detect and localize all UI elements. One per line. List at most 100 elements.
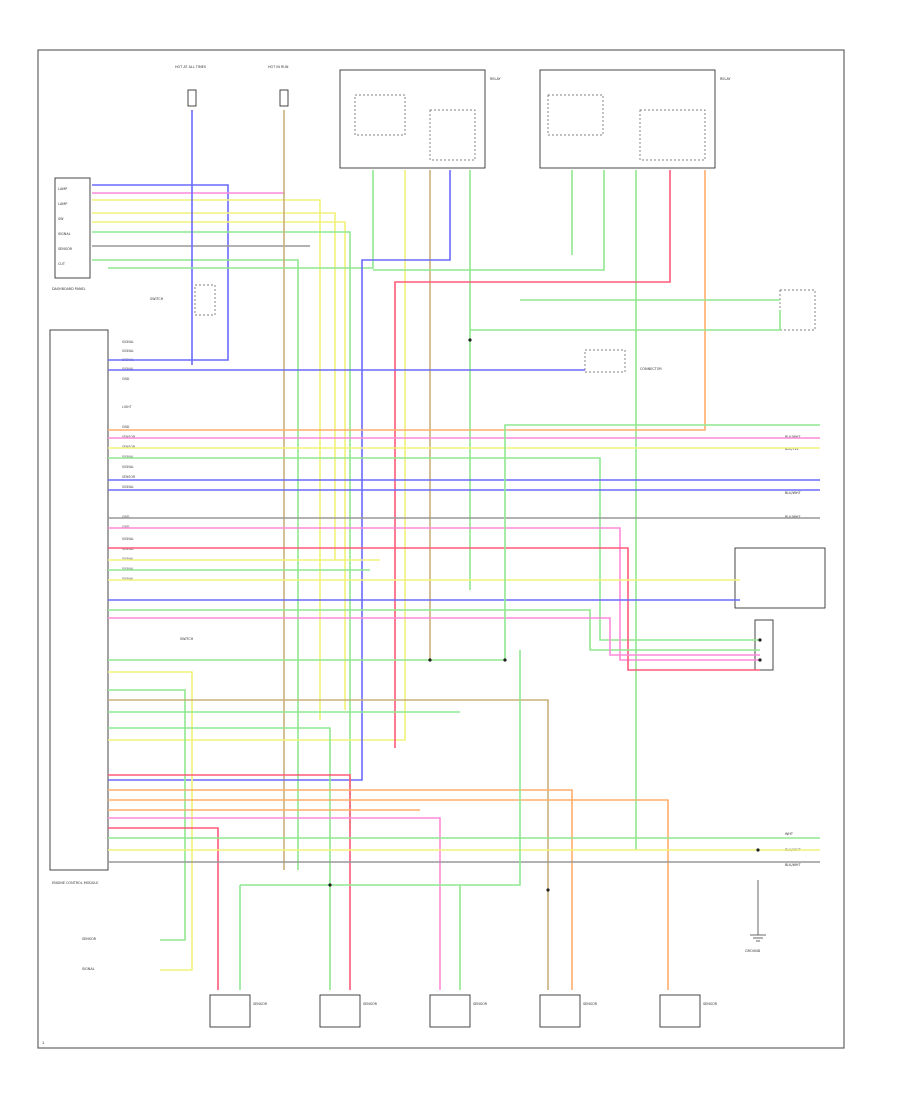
ecm-pin-label: SIGNAL bbox=[122, 577, 134, 581]
switch-label: SWITCH bbox=[150, 297, 164, 301]
bottom-sensor-labels: SENSOR SENSOR SENSOR SENSOR SENSOR bbox=[253, 1002, 718, 1006]
wire-trace bbox=[92, 259, 299, 870]
sensor-label: SENSOR bbox=[363, 1002, 378, 1006]
ecm-pin-label: SIGNAL bbox=[122, 567, 134, 571]
ecm-pin-labels: SIGNAL SIGNAL SIGNAL SIGNAL GND LIGHT GN… bbox=[122, 340, 136, 581]
misc-label: SIGNAL bbox=[82, 967, 95, 971]
sensor-box bbox=[659, 994, 701, 1028]
left-connector-label: SENSOR bbox=[58, 247, 73, 251]
wire-trace bbox=[240, 650, 521, 886]
relay-2-coil bbox=[547, 94, 604, 136]
wire-trace bbox=[92, 212, 336, 560]
ecm-pin-label: SIGNAL bbox=[122, 349, 134, 353]
ecm-pin-label: SIGNAL bbox=[122, 455, 134, 459]
ecm-pin-label: SIGNAL bbox=[122, 367, 134, 371]
wire-trace bbox=[108, 457, 760, 641]
wire-trace bbox=[108, 817, 441, 990]
ecm-pin-label: LIGHT bbox=[122, 405, 132, 409]
right-top-switch bbox=[779, 289, 816, 331]
ecm-pin-label: SENSOR bbox=[122, 475, 136, 479]
fuse-label-2: HOT IN RUN bbox=[268, 65, 289, 69]
ecm-pin-label: SIGNAL bbox=[122, 340, 134, 344]
sensor-box bbox=[209, 994, 251, 1028]
wire-trace bbox=[108, 424, 820, 661]
sensor-box bbox=[539, 994, 581, 1028]
fuse-label-1: HOT AT ALL TIMES bbox=[175, 65, 206, 69]
relay-1-label: RELAY bbox=[490, 77, 502, 81]
ground-label: GROUND bbox=[745, 949, 761, 953]
left-connector-title: DASHBOARD PANEL bbox=[52, 287, 86, 291]
ecm-pin-label: SIGNAL bbox=[122, 557, 134, 561]
relay-1-switch bbox=[429, 109, 476, 161]
diagram-border bbox=[37, 49, 845, 1049]
wire-trace bbox=[108, 547, 760, 671]
left-connector-label: SW bbox=[58, 217, 64, 221]
misc-label: CONNECTOR bbox=[640, 367, 662, 371]
ground-symbol bbox=[750, 880, 766, 942]
bottom-sensors bbox=[209, 994, 701, 1028]
relay-2-label: RELAY bbox=[720, 77, 732, 81]
ecm-pin-label: GND bbox=[122, 525, 130, 529]
relay-2-box bbox=[539, 69, 716, 169]
ecm-pin-label: GND bbox=[122, 377, 130, 381]
wire-trace bbox=[108, 527, 760, 661]
ecm-block bbox=[49, 329, 109, 871]
wire-trace bbox=[108, 170, 406, 741]
relay-1-coil bbox=[354, 94, 406, 136]
wire-trace bbox=[108, 689, 186, 941]
sensor-label: SENSOR bbox=[583, 1002, 598, 1006]
right-label: BLK/WHT bbox=[785, 435, 801, 439]
wire-trace bbox=[373, 170, 605, 271]
wires-group bbox=[92, 110, 820, 990]
sensor-label: SENSOR bbox=[473, 1002, 488, 1006]
wire-trace bbox=[108, 170, 374, 269]
ecm-pin-label: SIGNAL bbox=[122, 537, 134, 541]
ecm-pin-label: GND bbox=[122, 515, 130, 519]
mid-connector bbox=[584, 349, 626, 373]
switch-box bbox=[194, 284, 216, 316]
sensor-label: SENSOR bbox=[253, 1002, 268, 1006]
left-connector-label: SIGNAL bbox=[58, 232, 71, 236]
junctions-group bbox=[328, 338, 762, 892]
junction-dot bbox=[546, 888, 550, 892]
misc-label: SWITCH bbox=[180, 637, 194, 641]
wire-trace bbox=[108, 609, 760, 651]
ecm-pin-label: SENSOR bbox=[122, 435, 136, 439]
left-connector-label: LAMP bbox=[58, 202, 67, 206]
right-label: BLK/WHT bbox=[785, 515, 801, 519]
junction-dot bbox=[328, 883, 332, 887]
junction-dot bbox=[758, 658, 762, 662]
ecm-pin-label: SIGNAL bbox=[122, 485, 134, 489]
right-labels: BLK/WHT BLK/YEL BLU/WHT BLK/WHT WHT BLK/… bbox=[785, 435, 802, 867]
wire-trace bbox=[108, 699, 549, 990]
fuse-2 bbox=[279, 89, 289, 107]
wire-trace bbox=[108, 727, 331, 990]
right-label: BLK/YEL bbox=[785, 447, 799, 451]
wire-trace bbox=[108, 170, 451, 781]
sensor-box bbox=[319, 994, 361, 1028]
wire-trace bbox=[108, 170, 706, 431]
wire-trace bbox=[108, 799, 669, 990]
junction-dot bbox=[428, 658, 432, 662]
ecm-pin-label: SIGNAL bbox=[122, 547, 134, 551]
ecm-pin-label: GND bbox=[122, 425, 130, 429]
wire-trace bbox=[108, 827, 219, 990]
junction-dot bbox=[756, 848, 760, 852]
junction-dot bbox=[468, 338, 472, 342]
fuse-1 bbox=[187, 89, 197, 107]
ecm-pin-label: SIGNAL bbox=[122, 465, 134, 469]
left-connector bbox=[54, 177, 91, 279]
right-switch-box bbox=[734, 547, 826, 609]
wire-trace bbox=[108, 789, 573, 990]
relay-1-box bbox=[339, 69, 486, 169]
right-label: BLU/WHT bbox=[785, 491, 802, 495]
junction-dot bbox=[503, 658, 507, 662]
junction-dot bbox=[758, 638, 762, 642]
right-label: WHT bbox=[785, 832, 794, 836]
right-label: BLK/WHT bbox=[785, 863, 801, 867]
ecm-pin-label: SENSOR bbox=[122, 445, 136, 449]
wire-trace bbox=[394, 170, 671, 748]
right-connector-box bbox=[754, 619, 774, 671]
wire-trace bbox=[108, 774, 351, 990]
